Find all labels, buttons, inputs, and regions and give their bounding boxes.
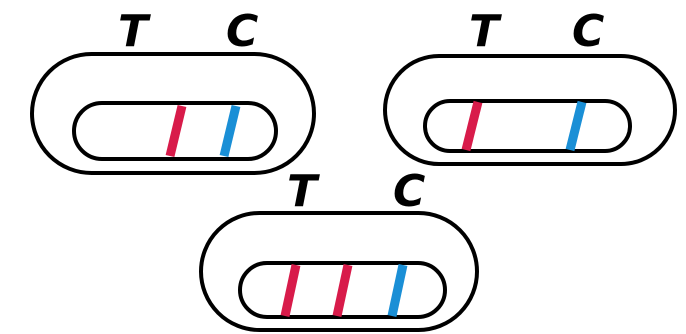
cassette-1-result-window — [72, 101, 278, 161]
cassette-3: T C — [199, 166, 479, 332]
cassette-2-test-label: T — [469, 6, 502, 57]
cassette-2: T C — [383, 6, 677, 166]
cassette-3-test-line-2 — [332, 264, 353, 317]
cassette-3-result-window — [238, 261, 447, 319]
cassette-1: T C — [30, 6, 316, 175]
cassette-3-test-label: T — [287, 166, 320, 217]
cassette-3-control-label: C — [393, 166, 425, 217]
cassette-3-test-line-1 — [280, 264, 301, 317]
cassette-1-housing — [30, 52, 316, 175]
cassette-2-control-label: C — [572, 6, 604, 57]
cassette-2-housing — [383, 54, 677, 166]
cassette-1-test-line — [165, 104, 187, 158]
cassette-2-result-window — [423, 99, 632, 153]
cassette-1-control-line — [219, 104, 241, 158]
cassette-2-test-line — [461, 100, 483, 152]
cassette-1-test-label: T — [118, 6, 151, 57]
cassette-3-control-line — [387, 264, 408, 317]
cassette-3-housing — [199, 211, 479, 332]
cassette-2-control-line — [565, 100, 587, 152]
cassette-1-control-label: C — [226, 6, 258, 57]
